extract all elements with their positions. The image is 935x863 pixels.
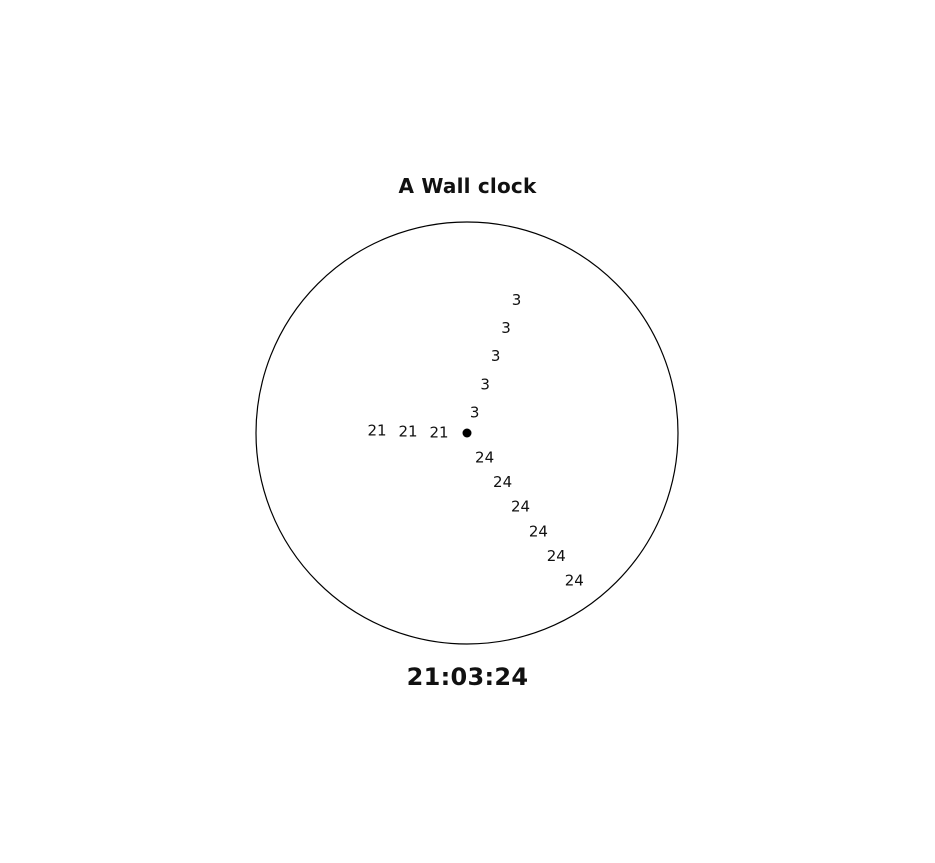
digital-time: 21:03:24: [406, 663, 529, 691]
hour-hand: 21 21 21: [367, 422, 448, 442]
hour-hand-label: 21: [398, 423, 417, 441]
hour-hand-label: 21: [367, 422, 386, 440]
clock-face: [255, 221, 679, 645]
minute-hand-label: 3: [512, 291, 522, 309]
page-title: A Wall clock: [398, 174, 537, 198]
minute-hand-label: 3: [491, 347, 501, 365]
minute-hand-label: 3: [470, 403, 480, 421]
second-hand-label: 24: [475, 448, 494, 466]
clock-center-dot: [462, 428, 472, 438]
second-hand-label: 24: [565, 572, 584, 590]
hour-hand-label: 21: [429, 423, 448, 441]
second-hand-label: 24: [547, 547, 566, 565]
second-hand-label: 24: [493, 473, 512, 491]
minute-hand-label: 3: [480, 375, 490, 393]
second-hand-label: 24: [529, 522, 548, 540]
second-hand-label: 24: [511, 498, 530, 516]
second-hand: 24 24 24 24 24 24: [475, 448, 584, 589]
minute-hand-label: 3: [501, 319, 511, 337]
